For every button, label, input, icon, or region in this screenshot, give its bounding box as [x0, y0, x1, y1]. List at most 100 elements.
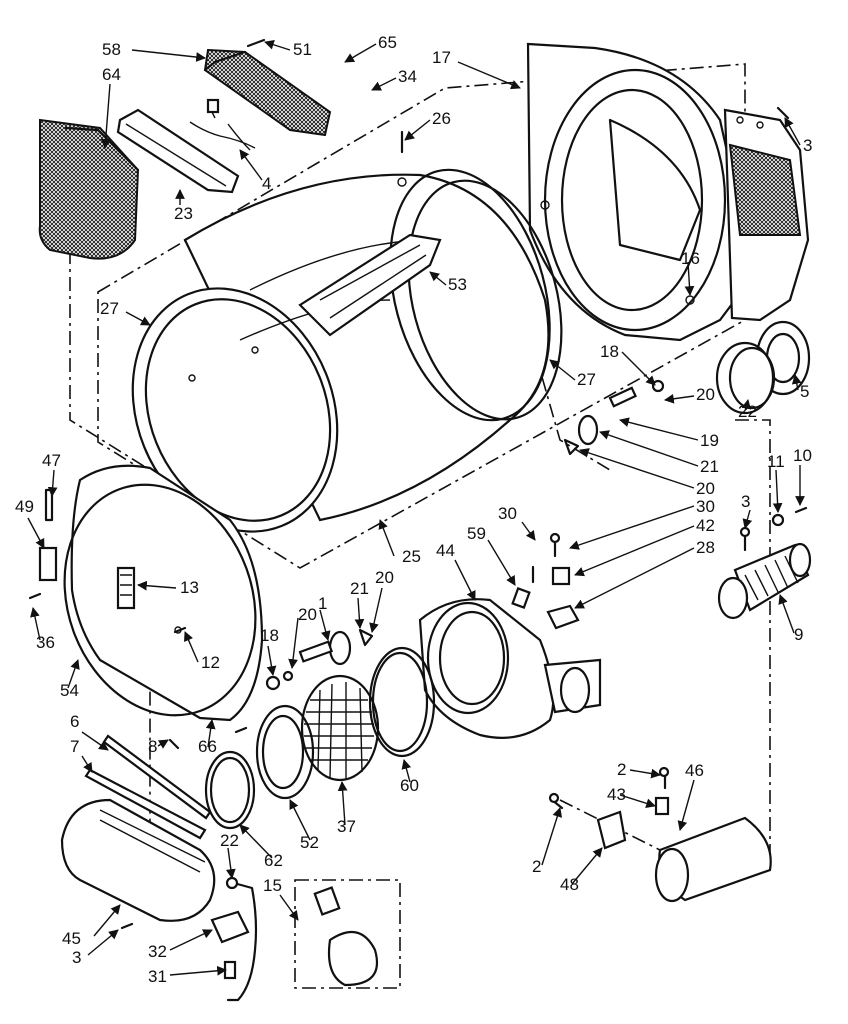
callout-17: 17	[432, 48, 451, 67]
lint-duct-grille	[203, 48, 332, 137]
callout-28: 28	[696, 538, 715, 557]
callout-18-top: 18	[600, 342, 619, 361]
callout-1: 1	[318, 594, 327, 613]
drum-assembly-outline	[97, 63, 746, 569]
leader-arrow	[344, 43, 377, 63]
callout-22-bottom: 22	[220, 831, 239, 850]
callout-64: 64	[102, 65, 121, 84]
brackets	[511, 513, 785, 630]
callout-labels: 58 51 65 17 64 34 26 3 4 23 16 53 27 27 …	[15, 33, 812, 986]
blower-housing	[418, 598, 602, 739]
callout-20-low: 20	[298, 605, 317, 624]
callout-10: 10	[793, 446, 812, 465]
callout-49: 49	[15, 497, 34, 516]
leader-arrow	[239, 824, 273, 859]
leader-arrow	[371, 77, 397, 91]
leader-arrow	[619, 794, 656, 809]
callout-4: 4	[262, 174, 271, 193]
leader-arrow	[289, 799, 311, 841]
blower-wheel	[300, 674, 380, 782]
harness-box	[294, 879, 401, 989]
inlet-seal	[715, 341, 776, 415]
leader-arrow	[791, 374, 802, 391]
callout-47: 47	[42, 451, 61, 470]
callout-65: 65	[378, 33, 397, 52]
callout-42: 42	[696, 516, 715, 535]
callout-21-bottom: 21	[350, 579, 369, 598]
callout-8: 8	[148, 737, 157, 756]
callout-20-mid: 20	[696, 479, 715, 498]
bearing-assembly-front	[265, 628, 374, 691]
callout-23: 23	[174, 204, 193, 223]
leader-arrow	[684, 261, 695, 296]
callout-18-bottom: 18	[260, 626, 279, 645]
leader-arrow	[131, 49, 206, 62]
callout-2-bottom: 2	[532, 857, 541, 876]
leader-arrow	[205, 719, 216, 748]
leader-arrow	[81, 731, 109, 751]
callout-11: 11	[767, 452, 785, 471]
leader-arrow	[264, 40, 291, 51]
leader-arrow	[541, 807, 563, 866]
toe-panel-rails	[84, 734, 212, 840]
leader-lines	[27, 40, 805, 976]
callout-19: 19	[700, 431, 719, 450]
leader-arrow	[599, 430, 699, 467]
callout-46: 46	[685, 761, 704, 780]
callout-45: 45	[62, 929, 81, 948]
callout-37: 37	[337, 817, 356, 836]
callout-13: 13	[180, 578, 199, 597]
leader-arrow	[169, 929, 213, 951]
leader-arrow	[67, 659, 80, 689]
motor-clip-48	[596, 810, 627, 850]
callout-12: 12	[201, 653, 220, 672]
front-panel-rail	[116, 108, 240, 194]
exhaust-duct	[717, 542, 812, 620]
rear-bulkhead	[526, 42, 743, 342]
callout-34: 34	[398, 67, 417, 86]
front-bulkhead	[63, 464, 264, 722]
leader-arrow	[521, 521, 536, 541]
callout-20-bottom: 20	[375, 568, 394, 587]
callout-22-top: 22	[738, 402, 757, 421]
drum-baffle	[298, 233, 442, 337]
leader-arrow	[137, 580, 177, 591]
leader-arrow	[337, 781, 348, 826]
callout-16: 16	[681, 249, 700, 268]
leader-arrow	[579, 448, 695, 489]
leader-arrow	[157, 739, 169, 749]
leader-arrow	[574, 525, 695, 577]
leader-arrow	[677, 779, 695, 831]
leader-arrow	[369, 587, 383, 633]
leader-arrow	[404, 119, 431, 141]
callout-51: 51	[293, 40, 312, 59]
callout-3-top: 3	[803, 136, 812, 155]
leader-arrow	[629, 768, 661, 779]
callout-66: 66	[198, 737, 217, 756]
callout-21-top: 21	[700, 457, 719, 476]
callout-20-top: 20	[696, 385, 715, 404]
leader-arrow	[30, 607, 41, 641]
leader-arrow	[354, 597, 365, 629]
callout-32: 32	[148, 942, 167, 961]
leader-arrow	[87, 929, 119, 956]
leader-arrow	[429, 271, 447, 286]
leader-arrow	[288, 617, 299, 669]
callout-36: 36	[36, 633, 55, 652]
callout-6: 6	[70, 712, 79, 731]
callout-2-top: 2	[617, 760, 626, 779]
leader-arrow	[319, 609, 331, 641]
motor-clip-43	[654, 796, 670, 816]
leader-dash-right	[735, 419, 771, 870]
leader-arrow	[279, 894, 299, 921]
leader-arrow	[664, 393, 695, 404]
leader-arrow	[169, 965, 227, 976]
callout-59: 59	[467, 524, 486, 543]
callout-15: 15	[263, 876, 282, 895]
blower-seal-60	[368, 646, 436, 758]
callout-25: 25	[402, 547, 421, 566]
leader-arrow	[574, 547, 695, 609]
leader-arrow	[569, 505, 695, 550]
leader-arrow	[401, 759, 412, 783]
